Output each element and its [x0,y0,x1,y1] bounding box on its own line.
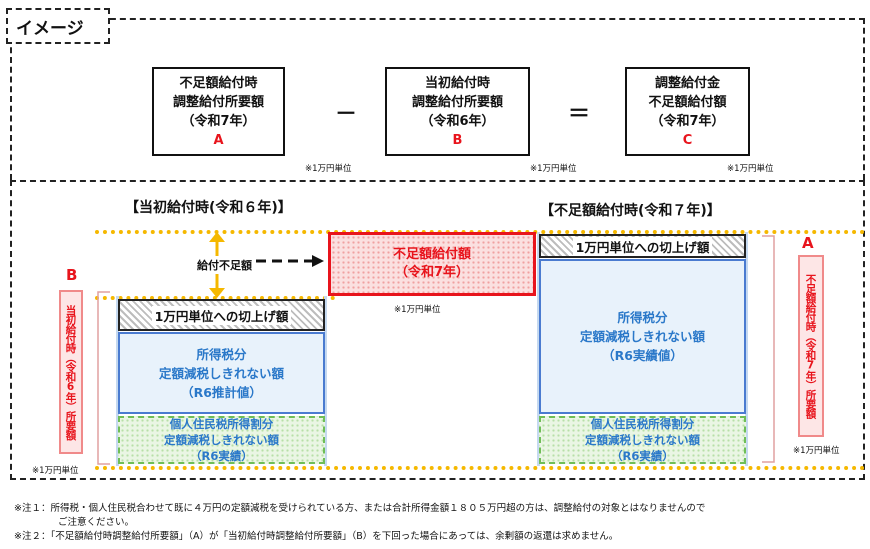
left-income-line2: 定額減税しきれない額 [158,365,284,381]
left-income-line1: 所得税分 [196,346,247,362]
right-income-line3: （R6実績値） [602,348,683,363]
shortage-box: 不足額給付額 （令和7年） [328,232,536,296]
box-b-line2: 調整給付所要額 [411,94,503,110]
box-c-line3: （令和7年） [650,113,725,129]
label-a-text: 不足額給付時（令和7年）所要額 [798,255,824,437]
box-c-line1: 調整給付金 [654,75,720,91]
box-a-line2: 調整給付所要額 [172,94,264,110]
box-a-line1: 不足額給付時 [179,75,258,91]
note-1-line2: ご注意ください。 [58,517,135,528]
right-bar-frame [537,232,748,466]
unit-note-b: ※1万円単位 [530,164,577,174]
left-resident-tax-block: 個人住民税所得割分 定額減税しきれない額 （R6実績） [118,416,325,464]
note-1-line1: ※注１：所得税・個人住民税合わせて既に４万円の定額減税を受けられている方、または… [14,503,706,514]
right-income-line1: 所得税分 [617,310,668,325]
shortage-unit-note: ※1万円単位 [394,305,441,315]
left-resident-line1: 個人住民税所得割分 [169,417,274,431]
formula-box-b: 当初給付時 調整給付所要額 （令和6年） B [385,67,530,156]
box-b-line3: （令和6年） [420,113,495,129]
left-heading: 【当初給付時(令和６年)】 [125,200,292,216]
minus-sign: － [335,102,358,127]
right-unit-note: ※1万円単位 [793,446,840,456]
box-c-line2: 不足額給付額 [648,94,727,110]
box-b-letter: B [452,132,463,148]
left-resident-line2: 定額減税しきれない額 [164,433,279,447]
label-b-text: 当初給付時（令和6年）所要額 [59,290,83,454]
left-round-label: 1万円単位への切上げ額 [151,305,292,325]
right-resident-line2: 定額減税しきれない額 [585,433,700,447]
image-tab: イメージ [6,8,110,44]
formula-box-a: 不足額給付時 調整給付所要額 （令和7年） A [152,67,285,156]
left-income-line3: （R6推計値） [181,384,262,400]
left-resident-line3: （R6実績） [190,449,253,463]
shortage-line2: （令和7年） [394,265,470,280]
left-round-up: 1万円単位への切上げ額 [118,299,325,331]
left-bar-top-dotted-line [95,296,335,300]
right-resident-tax-block: 個人住民税所得割分 定額減税しきれない額 （R6実績） [539,416,746,464]
right-resident-line3: （R6実績） [611,449,674,463]
equals-sign: ＝ [568,102,591,127]
right-round-label: 1万円単位への切上げ額 [572,236,713,256]
bottom-dotted-line [95,466,865,470]
right-heading: 【不足額給付時(令和７年)】 [540,203,721,219]
tab-title: イメージ [16,18,84,39]
diagram-frame [10,180,865,480]
box-a-line3: （令和7年） [181,113,256,129]
right-income-tax-block: 所得税分 定額減税しきれない額 （R6実績値） [539,259,746,414]
right-resident-line1: 個人住民税所得割分 [590,417,695,431]
label-b-letter: B [66,266,78,284]
left-unit-note: ※1万円単位 [32,466,79,476]
label-a-letter: A [802,234,814,252]
unit-note-c: ※1万円単位 [727,164,774,174]
note-2: ※注２：「不足額給付時調整給付所要額」（A）が「当初給付時調整給付所要額」（B）… [14,531,619,542]
label-b-bracket [97,291,110,465]
label-a-bracket [762,235,775,463]
shortage-line1: 不足額給付額 [392,247,471,262]
formula-frame [10,18,865,180]
left-income-tax-block: 所得税分 定額減税しきれない額 （R6推計値） [118,332,325,414]
shortage-arrow-label: 給付不足額 [196,256,253,274]
right-round-up: 1万円単位への切上げ額 [539,234,746,258]
unit-note-a: ※1万円単位 [305,164,352,174]
left-bar-frame [116,296,327,466]
formula-box-c: 調整給付金 不足額給付額 （令和7年） C [625,67,750,156]
right-income-line2: 定額減税しきれない額 [579,329,705,344]
notes-block: ※注１：所得税・個人住民税合わせて既に４万円の定額減税を受けられている方、または… [14,502,864,544]
box-b-line1: 当初給付時 [424,75,490,91]
box-c-letter: C [682,132,693,148]
box-a-letter: A [213,132,224,148]
dashed-arrow-icon [256,255,324,267]
